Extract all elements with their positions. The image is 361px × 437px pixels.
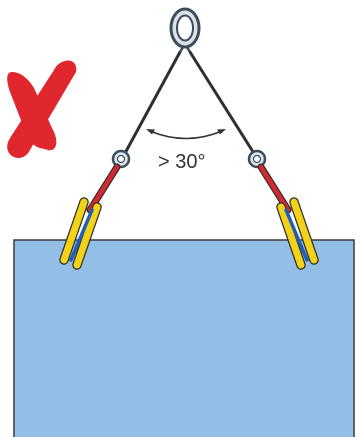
left-chain-leg [122,50,182,157]
left-sling [59,163,121,270]
master-ring [169,7,201,49]
right-hook-ring [247,149,267,169]
cross-icon [7,60,77,158]
angle-arc [146,129,226,140]
right-chain-leg [188,50,257,157]
right-sling [257,163,319,270]
left-hook-ring [111,149,131,169]
load-block [13,239,355,437]
angle-label: > 30° [158,151,205,173]
